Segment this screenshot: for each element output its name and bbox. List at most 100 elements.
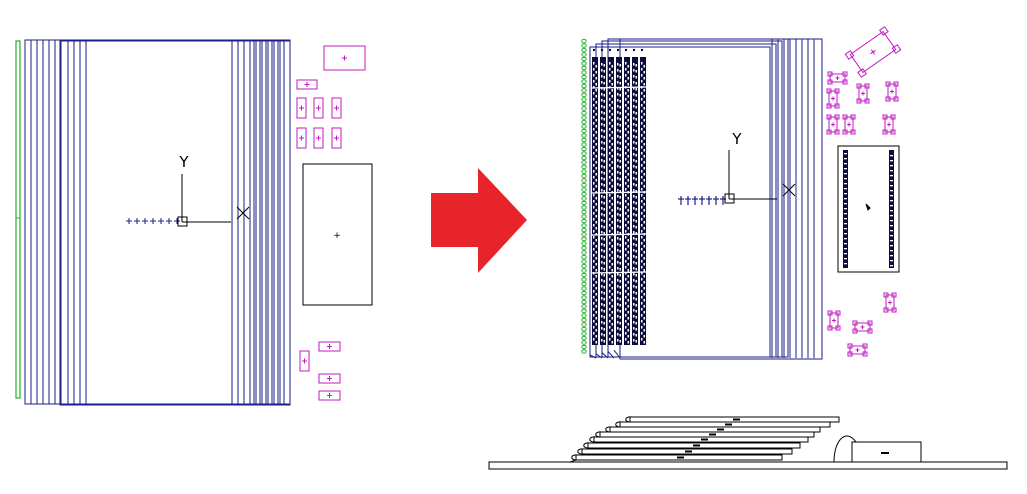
dense-column-gap [619,256,621,259]
side-layer-bend [577,448,585,455]
edge-dot [581,200,587,206]
left-edge-strip [15,40,21,399]
dense-column-gap [627,65,629,68]
dense-column-gap [641,134,643,137]
dense-column-gap [601,165,603,168]
panel-tick [890,220,893,222]
dense-column-gap [595,251,597,254]
component-outline [331,97,342,119]
dense-column-gap [609,92,611,95]
dense-column-gap [625,176,627,179]
dense-column-gap [617,177,619,180]
dense-column-gap [619,250,621,253]
dense-column-gap [627,257,629,260]
dense-column-gap [611,197,613,200]
dense-column-gap [643,107,645,110]
dense-column-gap [619,280,621,283]
dense-column-gap [603,214,605,217]
dense-column-gap [633,153,635,156]
dense-column-gap [633,189,635,192]
dense-column-gap [633,159,635,162]
dense-column-gap [619,70,621,73]
dense-column-gap [619,238,621,241]
dense-column-gap [635,154,637,157]
dense-column-gap [633,249,635,252]
component-pad [891,307,897,313]
dense-column-gap [617,81,619,84]
dense-column-gap [635,76,637,79]
dense-column-gap [595,209,597,212]
edge-dot [581,313,587,318]
edge-dot [581,317,587,323]
dense-column-gap [625,206,627,209]
dense-column-gap [609,332,611,335]
dense-column-gap [593,212,595,215]
dense-column-gap [617,207,619,210]
edge-dot [581,169,587,174]
dense-column-gap [609,308,611,311]
component-outline [313,97,324,119]
dense-column-gap [603,310,605,313]
dense-column-gap [635,64,637,67]
dense-column-gap [643,143,645,146]
component-pad [850,114,856,120]
dense-column-gap [601,231,603,234]
right-arrow-icon [431,168,527,273]
component-pad [826,103,832,109]
dense-column-gap [619,322,621,325]
edge-dot [581,83,587,89]
dense-column-gap [601,93,603,96]
dense-column-gap [619,226,621,229]
edge-dot [581,295,587,300]
dense-column-gap [635,88,637,91]
dense-column-gap [593,176,595,179]
left-large-panel-mark: + [333,231,341,241]
dense-column-gap [603,280,605,283]
dense-column-gap [593,284,595,287]
dense-column-gap [593,128,595,131]
dense-column-gap [595,95,597,98]
dense-column-gap [625,98,627,101]
component-pad [890,114,896,120]
dense-column-gap [593,194,595,197]
dense-column-gap [627,107,629,110]
dense-column-gap [601,147,603,150]
edge-dot [581,286,587,291]
edge-dot [581,173,587,179]
dense-column-gap [627,281,629,284]
dense-column-gap [643,101,645,104]
dense-column-gap [633,333,635,336]
dense-column-gap [643,161,645,164]
component-pad [867,328,873,334]
dense-column-gap [641,92,643,95]
dense-column-gap [601,111,603,114]
dense-column-gap [617,99,619,102]
dense-column-gap [601,183,603,186]
dense-column-gap [611,71,613,74]
dense-column [624,57,630,345]
dense-column-gap [617,171,619,174]
dense-column-gap [593,230,595,233]
dense-column-gap [625,308,627,311]
dense-column-gap [627,95,629,98]
dense-column-gap [617,135,619,138]
dense-column-gap [603,322,605,325]
dense-column-gap [627,215,629,218]
dense-column-gap [603,292,605,295]
dense-column-gap [617,237,619,240]
dense-column-gap [603,208,605,211]
dense-column-gap [593,116,595,119]
edge-dot [581,191,587,197]
dense-column-gap [603,70,605,73]
dense-column-gap [633,165,635,168]
dense-column-gap [633,99,635,102]
dense-column-gap [641,104,643,107]
dense-column-gap [643,71,645,74]
dense-column-gap [625,218,627,221]
dense-column-gap [619,340,621,343]
dense-column-gap [627,209,629,212]
dense-column-gap [593,290,595,293]
panel-tick [890,160,893,162]
dense-column-gap [625,242,627,245]
dense-column-gap [627,275,629,278]
